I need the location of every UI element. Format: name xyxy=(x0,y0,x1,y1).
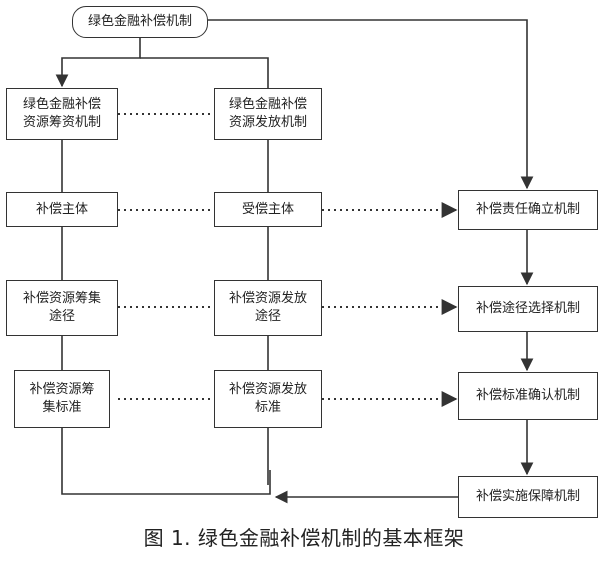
compensation-receiver-node: 受偿主体 xyxy=(214,192,322,227)
fundraising-mechanism-label: 绿色金融补偿 资源筹资机制 xyxy=(22,97,101,130)
compensation-provider-label: 补偿主体 xyxy=(35,201,88,217)
distribution-standard-node: 补偿资源发放 标准 xyxy=(214,370,322,428)
fundraising-standard-node: 补偿资源筹 集标准 xyxy=(14,370,110,428)
fundraising-channel-node: 补偿资源筹集 途径 xyxy=(6,280,118,336)
root-to-responsibility-arrow xyxy=(208,19,534,190)
compensation-provider-node: 补偿主体 xyxy=(6,192,118,227)
branch-to-middle-line xyxy=(140,57,269,88)
distribution-standard-label: 补偿资源发放 标准 xyxy=(228,382,307,415)
implementation-guarantee-mechanism-label: 补偿实施保障机制 xyxy=(475,489,580,504)
root-node-label: 绿色金融补偿机制 xyxy=(87,14,192,29)
standard-confirmation-mechanism-node: 补偿标准确认机制 xyxy=(458,372,598,420)
compensation-receiver-label: 受偿主体 xyxy=(241,201,294,217)
fundraising-channel-label: 补偿资源筹集 途径 xyxy=(22,291,101,324)
distribution-channel-node: 补偿资源发放 途径 xyxy=(214,280,322,336)
fundraising-standard-label: 补偿资源筹 集标准 xyxy=(29,382,95,415)
distribution-mechanism-node: 绿色金融补偿 资源发放机制 xyxy=(214,88,322,140)
responsibility-mechanism-label: 补偿责任确立机制 xyxy=(475,202,580,217)
left-column-line-4 xyxy=(61,428,271,495)
distribution-channel-label: 补偿资源发放 途径 xyxy=(228,291,307,324)
path-selection-mechanism-label: 补偿途径选择机制 xyxy=(475,301,580,316)
responsibility-mechanism-node: 补偿责任确立机制 xyxy=(458,190,598,230)
path-selection-mechanism-node: 补偿途径选择机制 xyxy=(458,286,598,332)
figure-caption: 图 1. 绿色金融补偿机制的基本框架 xyxy=(143,526,465,550)
root-node-green-finance-compensation: 绿色金融补偿机制 xyxy=(72,6,208,38)
distribution-mechanism-label: 绿色金融补偿 资源发放机制 xyxy=(228,97,307,130)
implementation-guarantee-mechanism-node: 补偿实施保障机制 xyxy=(458,476,598,518)
standard-confirmation-mechanism-label: 补偿标准确认机制 xyxy=(475,388,580,403)
fundraising-mechanism-node: 绿色金融补偿 资源筹资机制 xyxy=(6,88,118,140)
root-to-branch-line xyxy=(55,36,141,88)
